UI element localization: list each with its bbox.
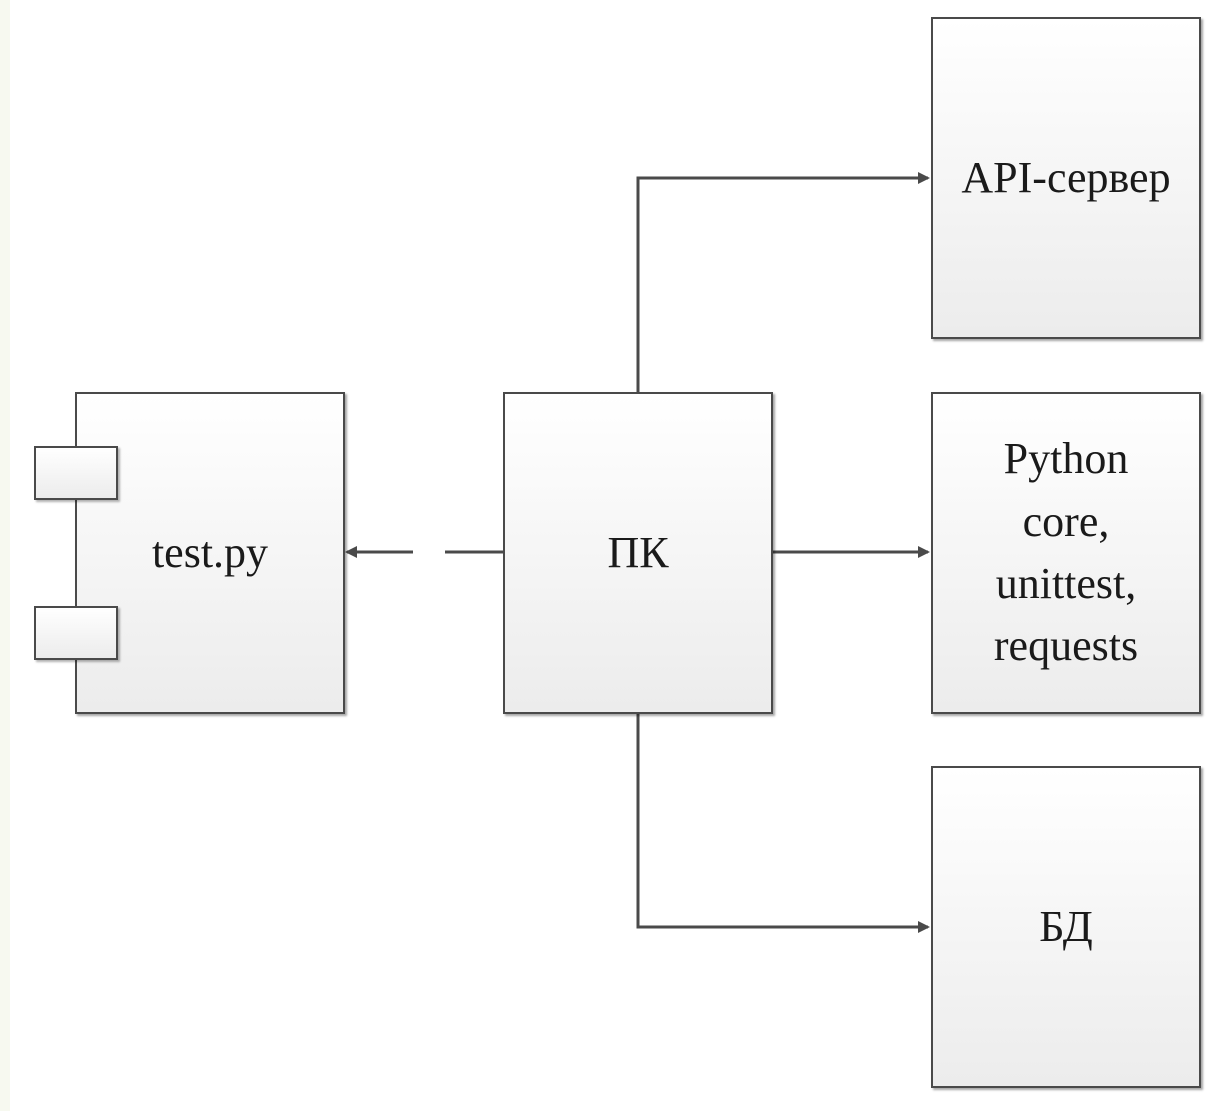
node-db-label: БД <box>1039 902 1093 952</box>
node-python-libs-line-3: unittest, <box>995 559 1137 608</box>
edge-pk-to-db <box>636 713 930 933</box>
node-db: БД <box>931 766 1201 1088</box>
component-test-py-label: test.py <box>151 528 269 578</box>
node-python-libs-line-1: Python <box>1003 434 1129 484</box>
node-pk-label: ПК <box>607 528 669 578</box>
node-api-server-label: API-сервер <box>961 153 1171 203</box>
component-port-bottom <box>34 606 118 660</box>
component-port-top <box>34 446 118 500</box>
edge-pk-to-api-server <box>636 172 930 392</box>
node-python-libs: Python core, unittest, requests <box>931 392 1201 714</box>
component-test-py: test.py <box>75 392 345 714</box>
node-python-libs-line-2: core, <box>1022 496 1110 546</box>
node-api-server: API-сервер <box>931 17 1201 339</box>
node-pk: ПК <box>503 392 773 714</box>
node-python-libs-line-4: requests <box>993 621 1139 671</box>
